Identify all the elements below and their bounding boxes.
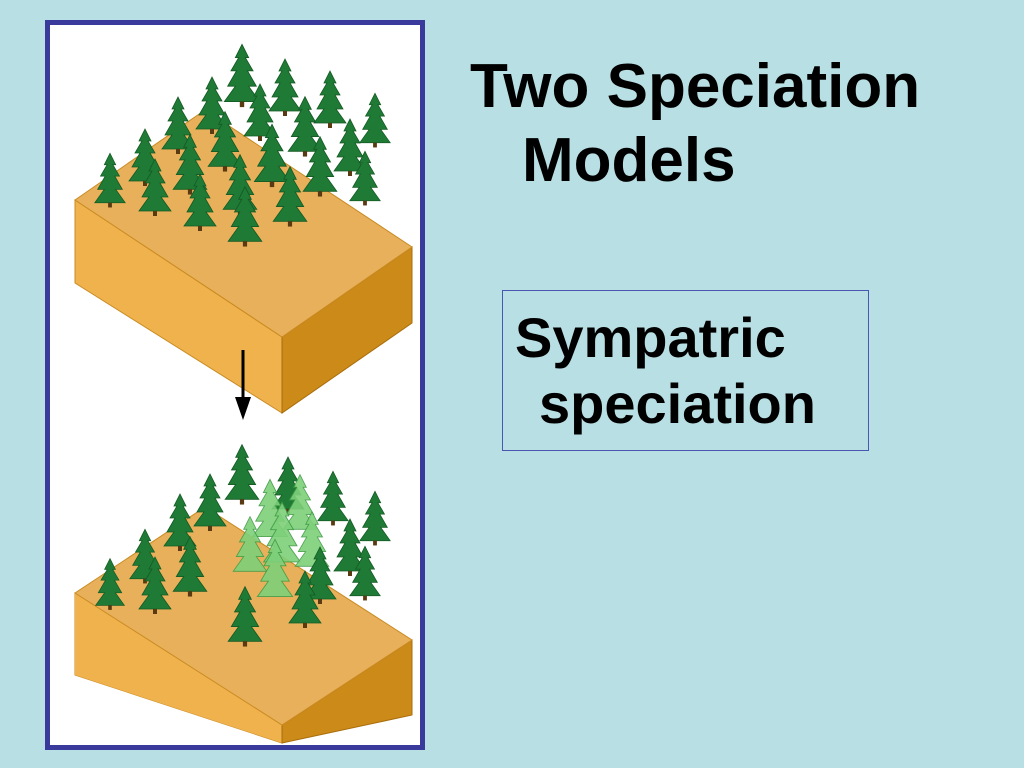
down-arrow-icon	[235, 350, 251, 420]
conifer-tree-icon	[359, 490, 391, 546]
title-line-1: Two Speciation	[470, 52, 921, 121]
model-label-line-2: speciation	[539, 372, 816, 435]
forest-block-top	[74, 43, 413, 414]
model-label: Sympatric speciation	[515, 305, 816, 437]
speciation-illustration	[74, 43, 413, 744]
conifer-tree-icon	[193, 473, 227, 532]
model-label-line-1: Sympatric	[515, 306, 786, 369]
title-line-2: Models	[522, 126, 736, 195]
conifer-tree-icon	[359, 92, 391, 148]
sympatric-speciation-box: Sympatric speciation	[502, 290, 869, 451]
conifer-tree-icon	[268, 58, 302, 117]
slide-title: Two Speciation Models	[470, 50, 1010, 198]
conifer-tree-icon	[317, 470, 349, 526]
illustration-frame	[45, 20, 425, 750]
conifer-tree-icon	[224, 444, 260, 506]
conifer-tree-icon	[223, 43, 261, 108]
conifer-tree-icon	[313, 70, 347, 129]
forest-block-bottom	[74, 444, 413, 744]
